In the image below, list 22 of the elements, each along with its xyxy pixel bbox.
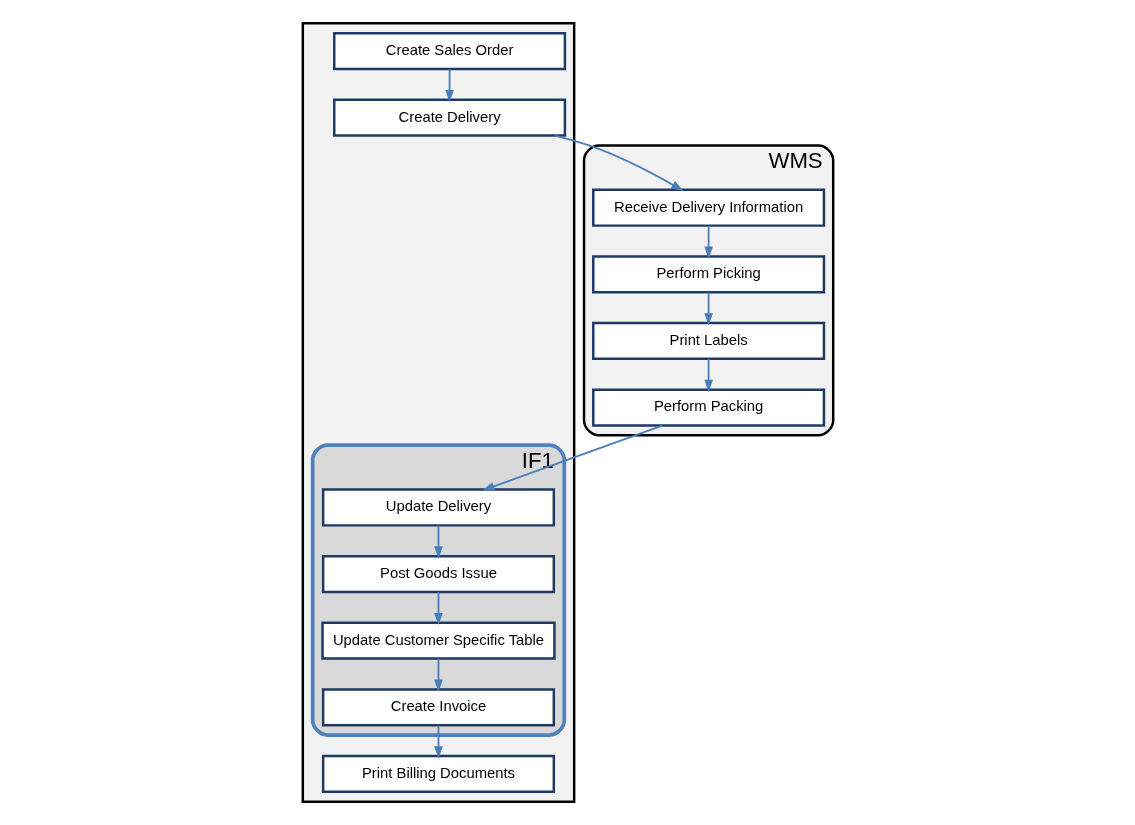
node-box: Create Sales Order [332,31,566,71]
arrow [433,657,443,692]
node-box: Create Invoice [321,688,555,727]
arrow [433,524,443,559]
node-box: Perform Packing [591,388,825,427]
node-box: Update Delivery [321,488,555,527]
arrow [433,724,443,759]
node-box: Receive Delivery Information [591,188,825,227]
node-box: Print Labels [591,321,825,361]
node-box: Post Goods Issue [321,554,555,594]
node-box: Update Customer Specific Table [320,621,556,660]
arrow [703,224,713,259]
arrow [433,591,443,626]
arrow [703,358,713,393]
arrow [481,424,663,491]
arrow [703,291,713,326]
node-box: Create Delivery [332,98,566,137]
cluster [301,22,575,803]
arrow [553,134,683,191]
arrow [444,68,454,103]
node-box: Print Billing Documents [321,754,555,794]
node-box: Perform Picking [591,255,825,294]
